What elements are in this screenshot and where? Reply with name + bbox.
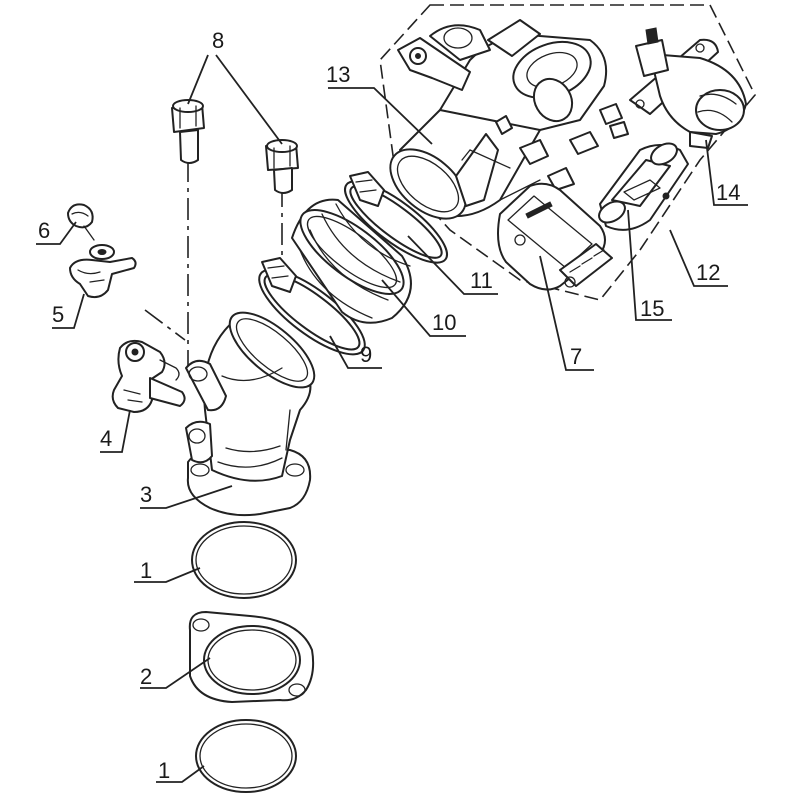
- callout-14: 14: [716, 180, 740, 205]
- callout-11: 11: [470, 268, 493, 293]
- callout-5: 5: [52, 302, 64, 327]
- callout-2: 2: [140, 664, 152, 689]
- bolt-left: [171, 99, 205, 164]
- callout-13: 13: [326, 62, 350, 87]
- idle-air-valve: [629, 27, 747, 149]
- callout-7: 7: [570, 344, 582, 369]
- callout-12: 12: [696, 260, 720, 285]
- sensor-bracket: [598, 142, 689, 231]
- callout-1-upper: 1: [140, 558, 152, 583]
- intake-pipe: [185, 311, 316, 517]
- callout-8: 8: [212, 28, 224, 53]
- callout-1-lower: 1: [158, 758, 170, 783]
- bolt-right: [265, 139, 299, 194]
- hose-clamp-upper: [344, 171, 448, 264]
- throttle-position-sensor: [497, 182, 613, 291]
- clamp-centerline: [144, 309, 186, 341]
- callout-3: 3: [140, 482, 152, 507]
- throttle-body: [389, 19, 629, 220]
- vacuum-nipple: [69, 244, 137, 299]
- callout-9: 9: [360, 342, 372, 367]
- assembly-group-outline: [379, 4, 756, 301]
- callout-6: 6: [38, 218, 50, 243]
- callout-4: 4: [100, 426, 112, 451]
- o-ring-lower: [195, 719, 297, 793]
- flange-gasket: [188, 611, 315, 703]
- callout-15: 15: [640, 296, 664, 321]
- callout-10: 10: [432, 310, 456, 335]
- leader-lines: [36, 54, 748, 783]
- o-ring-upper: [191, 521, 297, 599]
- temperature-sensor: [111, 339, 186, 413]
- hose-clamp-lower: [258, 257, 366, 356]
- rubber-connector: [291, 198, 412, 324]
- vacuum-cap: [67, 203, 95, 241]
